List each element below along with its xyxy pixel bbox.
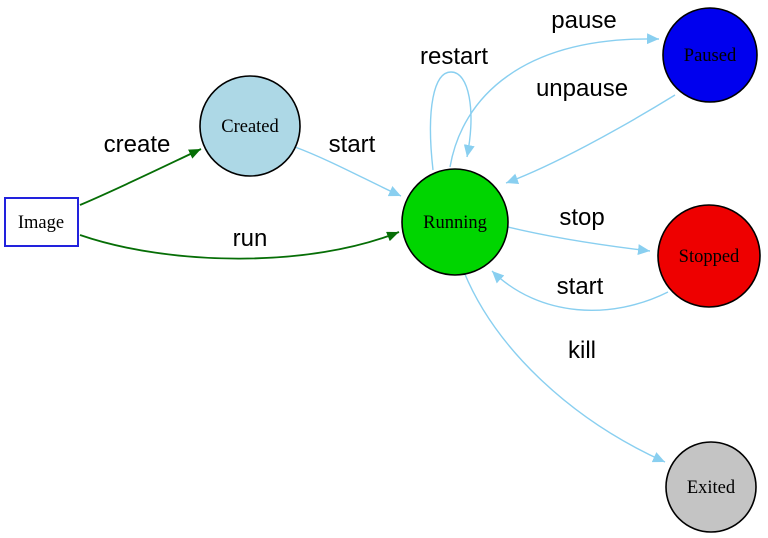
- edge-restart-label: restart: [420, 43, 488, 70]
- node-running-shape: [401, 168, 509, 276]
- node-running-label: Running: [423, 213, 487, 233]
- node-paused-label: Paused: [684, 46, 737, 66]
- node-exited-label: Exited: [687, 478, 736, 498]
- edge-run-label: run: [233, 225, 268, 252]
- edge-start-stopped-label: start: [557, 273, 604, 300]
- edge-pause: [449, 33, 660, 168]
- node-stopped-shape: [657, 204, 761, 308]
- node-exited-shape: [665, 441, 757, 533]
- edge-unpause: [505, 94, 676, 184]
- edge-kill: [463, 271, 666, 463]
- node-created-shape: [199, 75, 301, 177]
- edge-unpause-label: unpause: [536, 75, 628, 102]
- node-image-label: Image: [18, 213, 64, 233]
- edge-stop-label: stop: [559, 204, 604, 231]
- edge-create: [79, 148, 202, 206]
- edge-create-label: create: [104, 131, 171, 158]
- edge-run: [79, 231, 400, 260]
- node-created-label: Created: [221, 117, 279, 137]
- edge-pause-label: pause: [551, 7, 616, 34]
- edge-start-created-to-running: [294, 146, 402, 197]
- edge-stop: [507, 226, 651, 256]
- node-stopped-label: Stopped: [679, 247, 740, 267]
- edge-kill-label: kill: [568, 337, 596, 364]
- edge-start-created-label: start: [329, 131, 376, 158]
- edge-start-stopped-to-running: [491, 270, 669, 311]
- edge-restart-self-loop: [429, 71, 475, 171]
- node-paused-shape: [662, 7, 758, 103]
- node-image-shape: [4, 197, 79, 247]
